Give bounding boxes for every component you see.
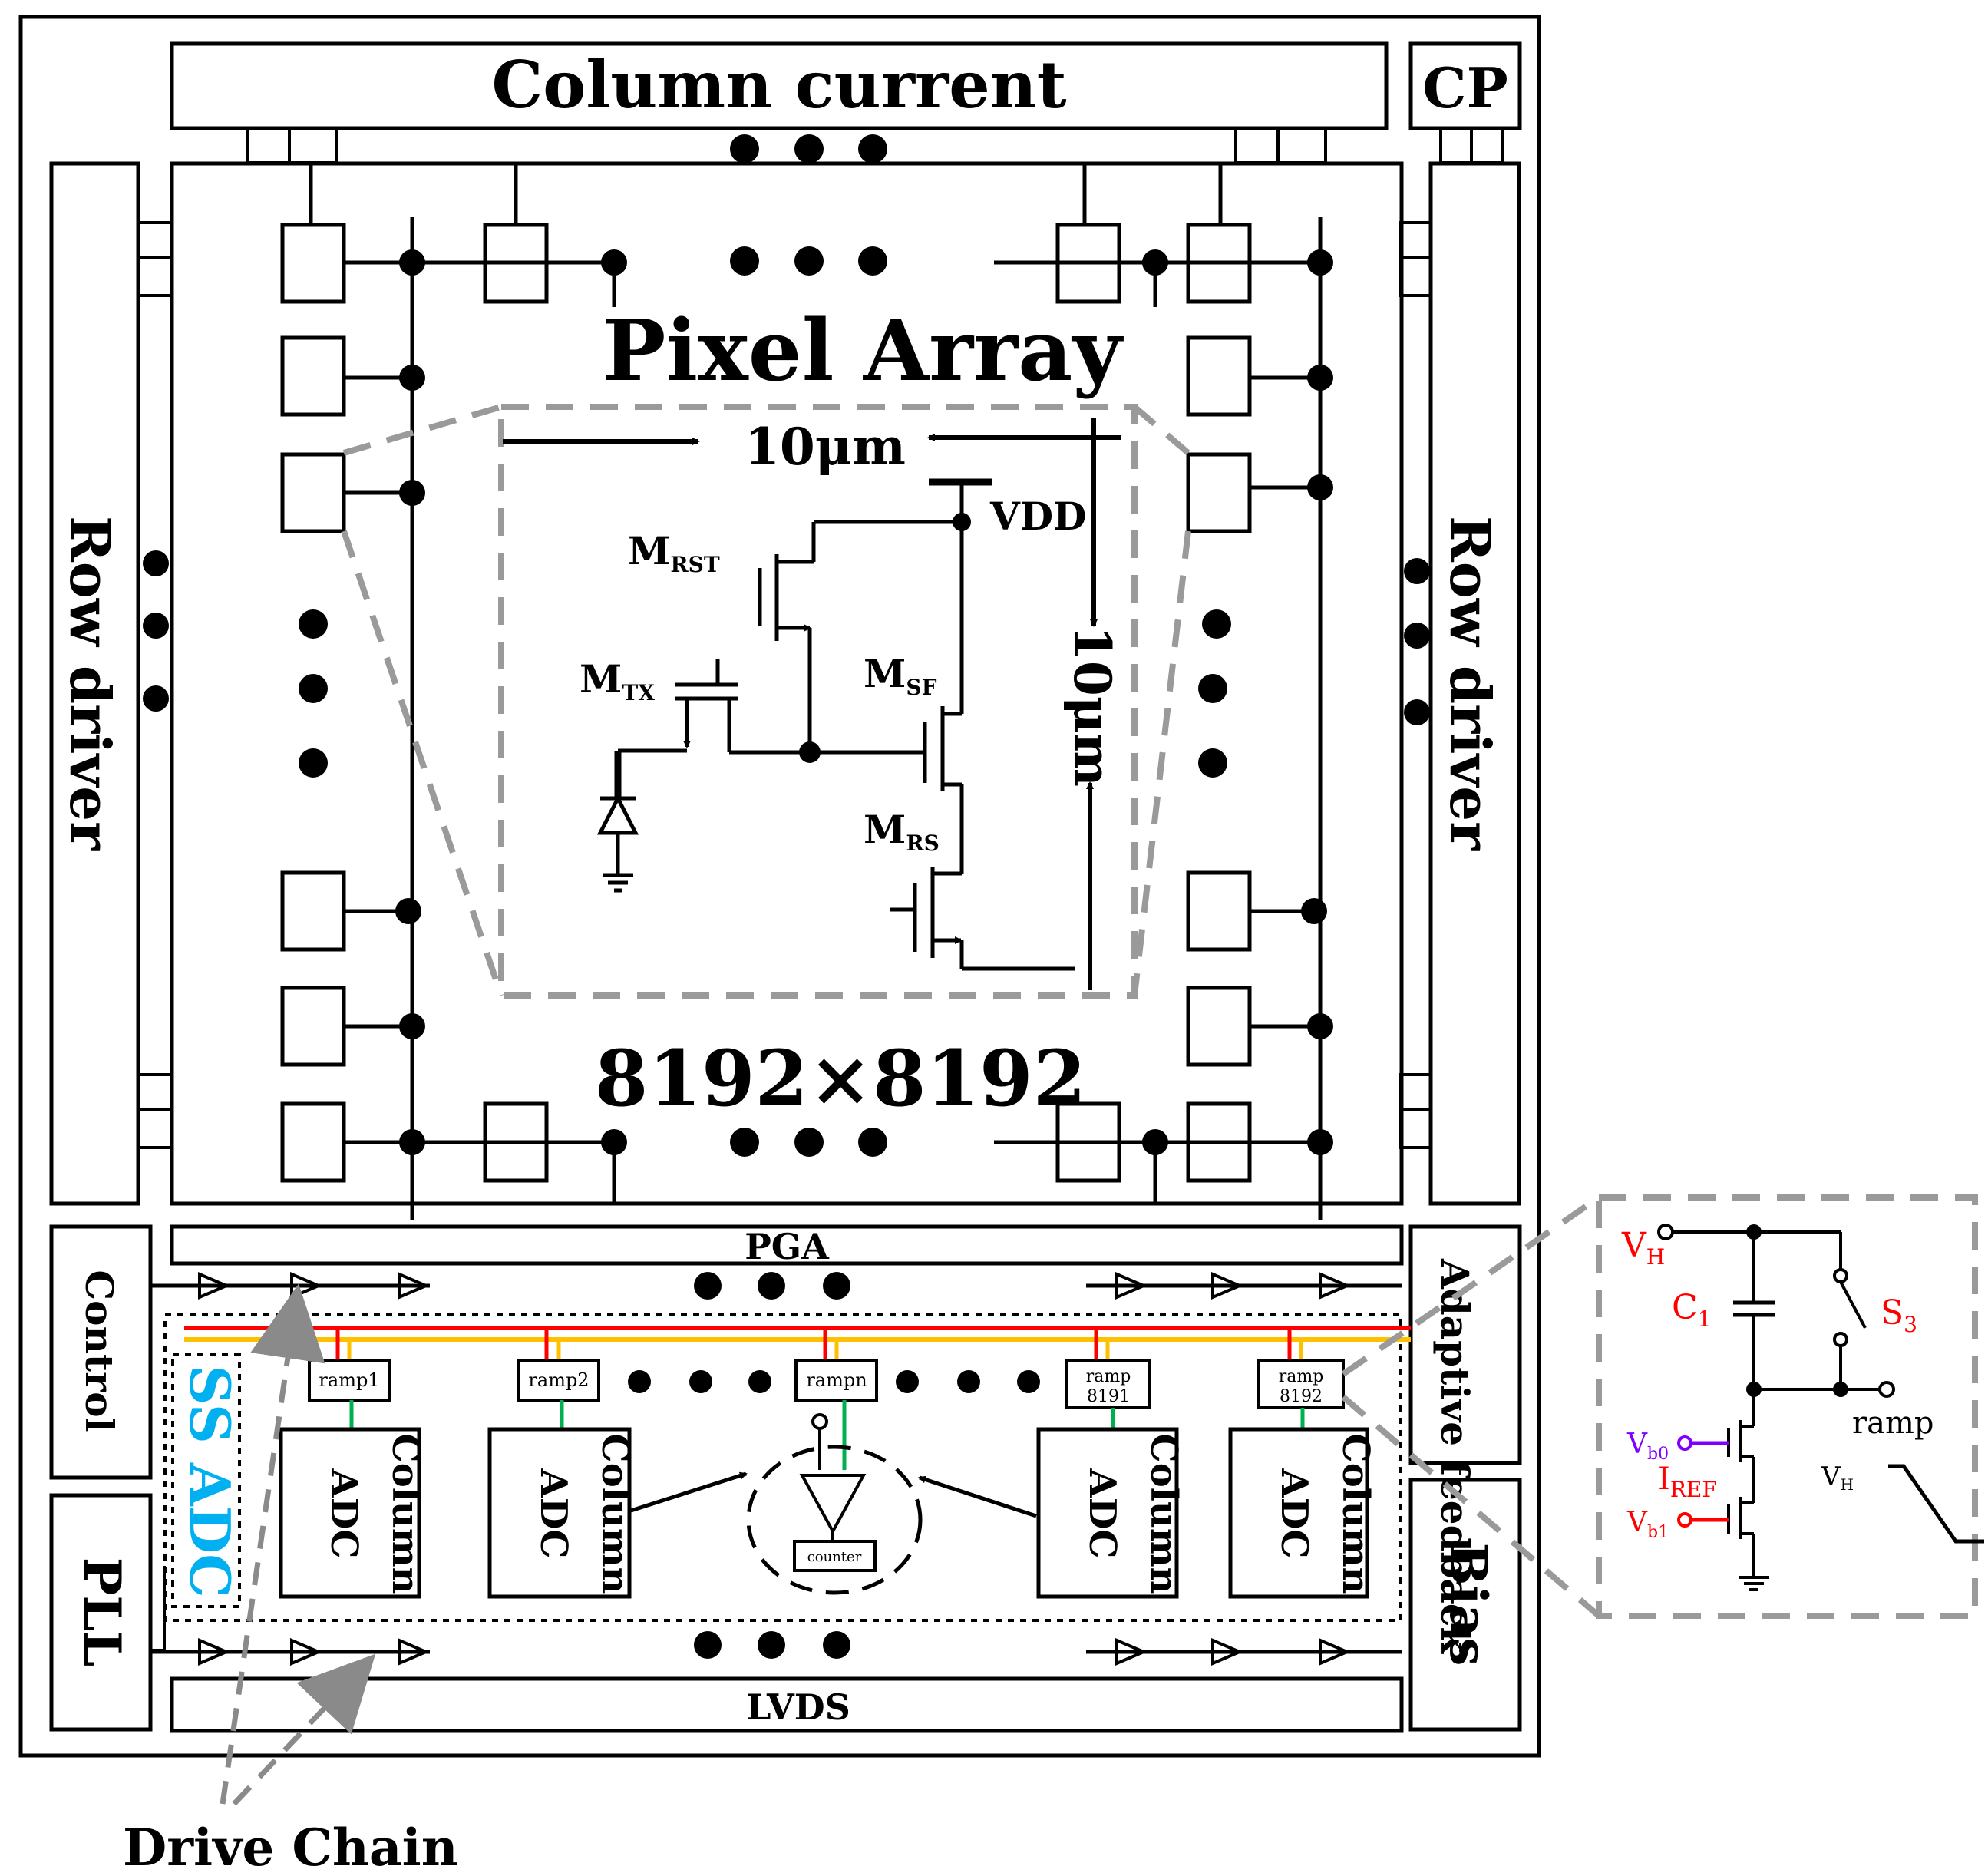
vb1-label: Vb1 bbox=[1626, 1507, 1669, 1542]
lower-drive-chain bbox=[150, 1631, 1402, 1666]
dimension-arrows: 10μm 10μm bbox=[503, 417, 1122, 990]
drive-chain-label: Drive Chain bbox=[123, 1818, 458, 1876]
ramp-generator-labels: VH C1 S3 ramp Vb0 IREF Vb1 VH bbox=[1621, 1226, 1934, 1542]
m-sf-label: MSF bbox=[864, 651, 937, 700]
ss-adc-label: SS ADC bbox=[177, 1365, 243, 1597]
adc-ellipsis-dots bbox=[628, 1370, 1040, 1393]
drive-chain-callout: Drive Chain bbox=[123, 1283, 458, 1876]
ramp-buses bbox=[184, 1326, 1411, 1342]
column-current-block: Column current bbox=[170, 41, 1389, 130]
lvds-block: LVDS bbox=[170, 1676, 1404, 1733]
s3-label: S3 bbox=[1881, 1293, 1917, 1337]
array-size-label: 8192×8192 bbox=[595, 1033, 1086, 1124]
ramp-output-label: ramp bbox=[1852, 1405, 1934, 1441]
row-driver-left: Row driver bbox=[49, 161, 140, 1206]
column-adc-label-2: ColumnADC bbox=[532, 1433, 636, 1594]
ramp2-label: ramp2 bbox=[528, 1369, 589, 1391]
pll-block: PLL bbox=[49, 1493, 153, 1732]
upper-drive-chain bbox=[150, 1271, 1402, 1300]
lvds-label: LVDS bbox=[746, 1686, 850, 1728]
comparator-arrows bbox=[630, 1471, 1037, 1518]
pga-block: PGA bbox=[170, 1224, 1404, 1267]
control-label: Control bbox=[77, 1270, 122, 1432]
column-adc-label-1: ColumnADC bbox=[322, 1433, 427, 1594]
row-driver-left-label: Row driver bbox=[58, 516, 123, 851]
ramp-generator-schematic bbox=[1657, 1224, 1984, 1591]
m-rst-label: MRST bbox=[628, 528, 720, 577]
column-current-label: Column current bbox=[491, 47, 1066, 123]
bias-block: Bias bbox=[1408, 1478, 1522, 1732]
counter-label: counter bbox=[807, 1549, 862, 1565]
column-adc-label-8191: ColumnADC bbox=[1081, 1433, 1185, 1594]
height-dimension-label: 10μm bbox=[1062, 626, 1122, 787]
iref-label: IREF bbox=[1658, 1461, 1717, 1502]
cp-block: CP bbox=[1408, 41, 1522, 130]
adc-channel-n: rampn bbox=[794, 1328, 878, 1470]
c1-label: C1 bbox=[1672, 1288, 1712, 1332]
row-driver-dots bbox=[143, 550, 1430, 725]
pga-label: PGA bbox=[745, 1226, 830, 1267]
row-driver-right: Row driver bbox=[1428, 161, 1521, 1206]
width-dimension-label: 10μm bbox=[745, 417, 906, 477]
pll-label: PLL bbox=[72, 1557, 132, 1666]
vh-wave-label: VH bbox=[1821, 1461, 1854, 1494]
ramp-generator-callout bbox=[1341, 1194, 1978, 1619]
row-driver-right-label: Row driver bbox=[1438, 516, 1503, 851]
comparator-zoom: counter bbox=[746, 1445, 923, 1595]
adc-channel-1: ramp1 ColumnADC bbox=[279, 1328, 427, 1599]
top-ellipsis-dots bbox=[730, 134, 887, 163]
vdd-label: VDD bbox=[989, 494, 1087, 539]
m-rs-label: MRS bbox=[864, 807, 940, 856]
pixel-array-title: Pixel Array bbox=[603, 301, 1124, 400]
adc-channel-2: ramp2 ColumnADC bbox=[487, 1328, 636, 1599]
rampn-label: rampn bbox=[806, 1369, 867, 1391]
vh-label: VH bbox=[1621, 1226, 1665, 1270]
bias-label: Bias bbox=[1438, 1543, 1498, 1666]
pixel-array-block bbox=[170, 161, 1404, 1206]
chip-outline bbox=[18, 15, 1541, 1758]
ss-adc-region: SS ADC bbox=[163, 1313, 1402, 1622]
vb0-label: Vb0 bbox=[1626, 1428, 1669, 1464]
cp-label: CP bbox=[1422, 55, 1508, 121]
column-adc-label-8192: ColumnADC bbox=[1273, 1433, 1377, 1594]
pixel-zoom-callout bbox=[341, 404, 1191, 999]
adaptive-feedback-block: Adaptive feedback bbox=[1408, 1224, 1522, 1654]
control-block: Control bbox=[49, 1224, 153, 1480]
pixel-cell-grid bbox=[280, 163, 1333, 1220]
adaptive-feedback-label: Adaptive feedback bbox=[1432, 1258, 1478, 1654]
m-tx-label: MTX bbox=[580, 656, 655, 705]
ramp1-label: ramp1 bbox=[319, 1369, 379, 1391]
pixel-schematic: VDD MRST MTX MSF bbox=[580, 478, 1087, 971]
